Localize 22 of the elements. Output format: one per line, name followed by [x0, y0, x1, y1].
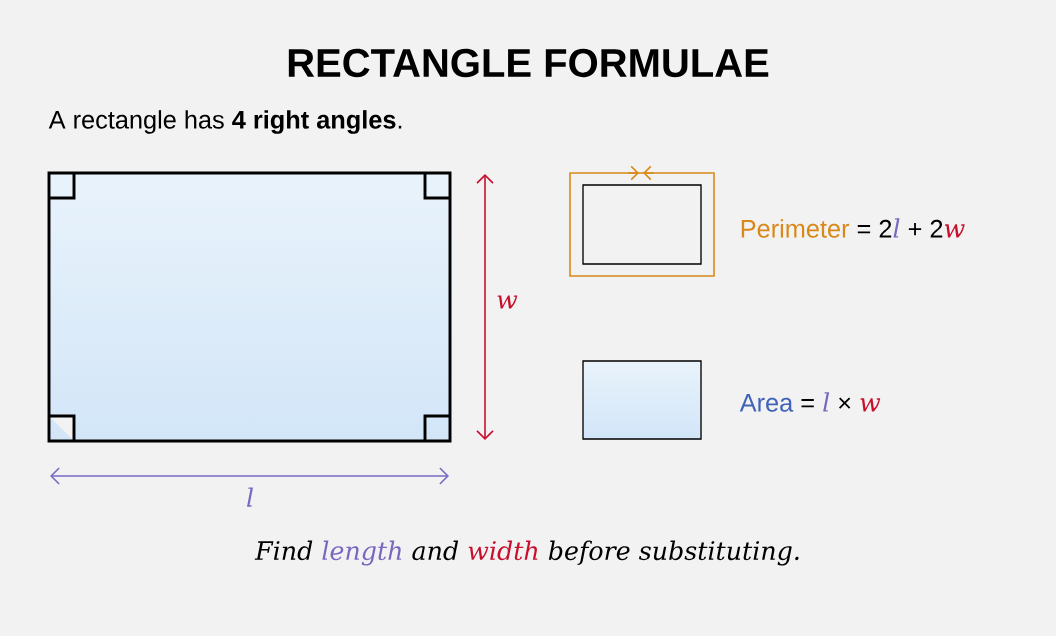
- label: =: [801, 399, 814, 408]
- perimeter-formula: Perimeter = 2l + 2w: [741, 218, 965, 238]
- dimension-label: w: [497, 295, 518, 309]
- label: ×: [839, 397, 851, 409]
- label: w: [860, 398, 881, 412]
- dimension-label: l: [247, 487, 253, 507]
- label: w: [944, 224, 965, 238]
- label: width: [468, 540, 538, 561]
- label: Area: [739, 394, 794, 412]
- label: before substituting.: [548, 540, 799, 566]
- label: Perimeter: [741, 219, 850, 238]
- title: RECTANGLE FORMULAE: [288, 48, 769, 78]
- sentence: A rectangle has 4 right angles.: [48, 110, 402, 134]
- label: length: [322, 540, 402, 566]
- label: + 2: [908, 219, 943, 238]
- label: Find: [254, 540, 313, 561]
- label: l: [823, 392, 830, 412]
- area-formula: Area = l × w: [739, 392, 881, 412]
- label: l: [893, 218, 900, 238]
- label: = 2: [857, 219, 892, 238]
- note: Find length and width before substituting.: [254, 540, 799, 566]
- label: and: [412, 540, 459, 561]
